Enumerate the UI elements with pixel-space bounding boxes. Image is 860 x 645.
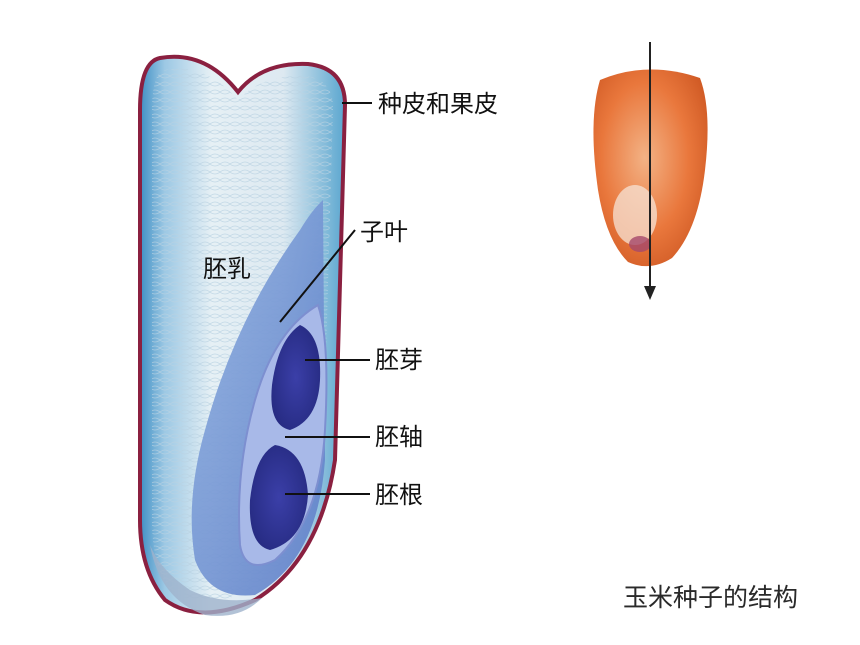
label-endosperm: 胚乳 bbox=[203, 255, 251, 283]
label-hypocotyl: 胚轴 bbox=[375, 423, 423, 451]
plumule-tissue bbox=[271, 325, 321, 430]
label-radicle: 胚根 bbox=[375, 481, 423, 509]
seed-section bbox=[138, 54, 348, 616]
seed-base bbox=[150, 545, 262, 616]
arrow-head-icon bbox=[644, 286, 656, 300]
leader-lines bbox=[279, 102, 372, 495]
label-plumule: 胚芽 bbox=[375, 346, 423, 374]
kernel-tip bbox=[629, 236, 651, 252]
corn-kernel bbox=[593, 42, 708, 300]
kernel-highlight bbox=[613, 185, 657, 245]
radicle-tissue bbox=[249, 445, 308, 550]
label-cotyledon: 子叶 bbox=[360, 218, 408, 246]
figure-caption: 玉米种子的结构 bbox=[623, 583, 798, 612]
leader-cotyledon bbox=[279, 229, 356, 323]
label-seed-coat-pericarp: 种皮和果皮 bbox=[378, 90, 498, 118]
